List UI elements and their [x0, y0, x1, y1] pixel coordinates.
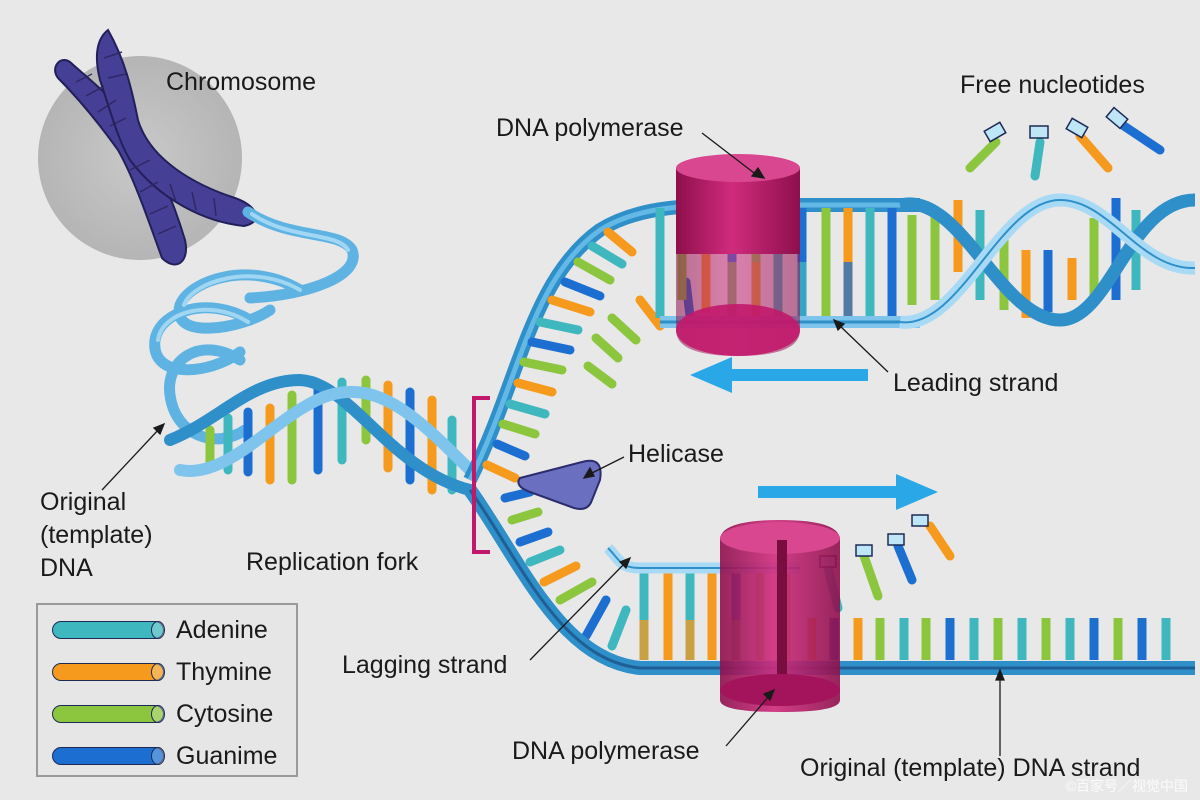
legend-label: Thymine [176, 657, 272, 686]
dna-polymerase-bottom-label: DNA polymerase [512, 737, 700, 765]
leading-strand-label: Leading strand [893, 369, 1059, 397]
helicase-label: Helicase [628, 440, 724, 468]
legend-item-thymine: Thymine [52, 657, 272, 687]
legend-item-guanime: Guanime [52, 741, 277, 771]
lagging-direction-arrow [758, 474, 938, 510]
label-pointers [101, 132, 1005, 756]
legend-item-adenine: Adenine [52, 615, 268, 645]
free-nucleotides-label: Free nucleotides [960, 71, 1145, 99]
chromosome-icon [54, 28, 258, 266]
free-nucleotides [965, 106, 1165, 181]
left-double-helix [164, 373, 476, 496]
leading-direction-arrow [690, 357, 868, 393]
dna-polymerase-top-label: DNA polymerase [496, 114, 684, 142]
lagging-strand-label: Lagging strand [342, 651, 508, 679]
helicase-icon [517, 459, 602, 510]
lower-fork-arm [464, 485, 1195, 675]
legend-label: Guanime [176, 741, 278, 770]
legend-item-cytosine: Cytosine [52, 699, 273, 729]
guanime-swatch-icon [52, 746, 165, 765]
original-template-dna-label: Original (template) DNA [40, 488, 153, 582]
cytosine-swatch-icon [52, 704, 165, 723]
thymine-swatch-icon [52, 662, 165, 681]
watermark: ©百家号／视觉中国 [1065, 778, 1188, 794]
base-legend: Adenine Thymine Cytosine Guanime [36, 603, 298, 777]
legend-label: Adenine [176, 615, 268, 644]
dna-polymerase-bottom-icon [720, 520, 840, 712]
original-template-strand-label: Original (template) DNA strand [800, 754, 1141, 782]
dna-polymerase-top-icon [676, 154, 800, 356]
right-upper-helix [898, 193, 1196, 329]
adenine-swatch-icon [52, 620, 165, 639]
replication-fork-bracket [472, 396, 490, 554]
chromosome-label: Chromosome [166, 68, 317, 96]
replication-fork-label: Replication fork [246, 548, 419, 576]
legend-label: Cytosine [176, 699, 274, 728]
